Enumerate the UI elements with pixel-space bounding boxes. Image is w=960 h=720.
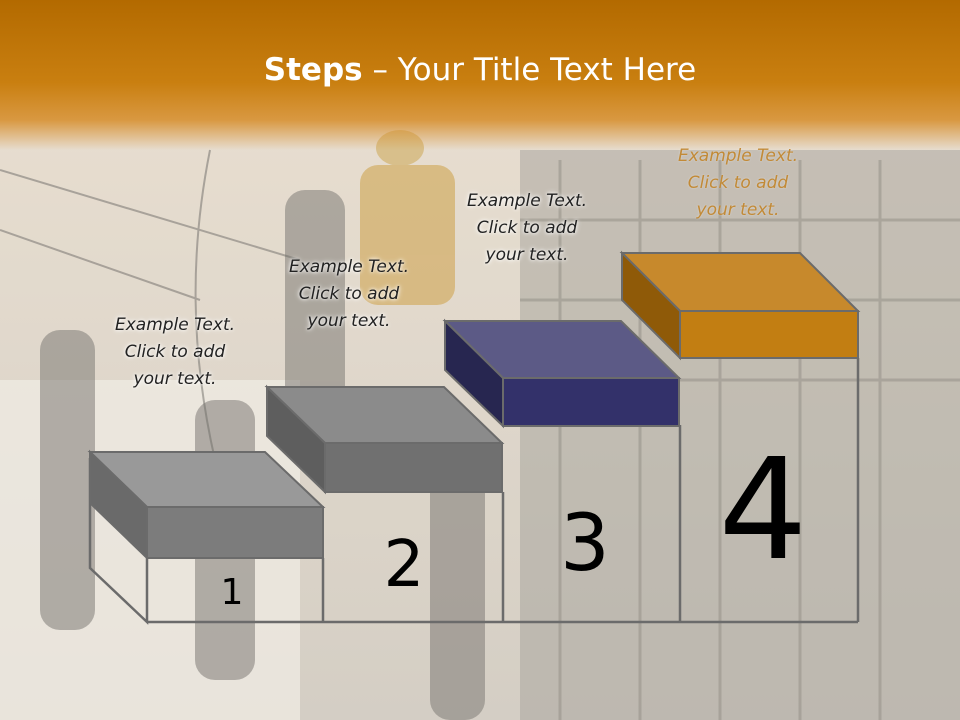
title-band — [0, 0, 960, 150]
step-number-1: 1 — [221, 572, 244, 613]
caption-line: your text. — [133, 369, 217, 389]
step-caption-4[interactable]: Example Text. Click to add your text. — [653, 143, 823, 224]
title-bold: Steps — [263, 52, 363, 88]
step-block-2[interactable] — [264, 384, 505, 495]
stair-outline — [88, 358, 860, 625]
caption-line: Click to add — [298, 284, 400, 304]
caption-line: Example Text. — [114, 315, 236, 335]
step-caption-3[interactable]: Example Text. Click to add your text. — [442, 188, 612, 269]
caption-line: your text. — [485, 245, 569, 265]
step-number-3: 3 — [560, 499, 610, 589]
caption-line: your text. — [307, 311, 391, 331]
step-block-3[interactable] — [442, 318, 682, 429]
step-block-1[interactable] — [87, 449, 326, 561]
step-caption-1[interactable]: Example Text. Click to add your text. — [90, 312, 260, 393]
step-block-4[interactable] — [619, 250, 861, 361]
step-number-2: 2 — [384, 528, 425, 602]
caption-line: Example Text. — [677, 146, 799, 166]
caption-line: Click to add — [124, 342, 226, 362]
caption-line: Example Text. — [288, 257, 410, 277]
slide-title[interactable]: Steps – Your Title Text Here — [0, 52, 960, 88]
caption-line: Click to add — [476, 218, 578, 238]
caption-line: Example Text. — [466, 191, 588, 211]
title-rest: – Your Title Text Here — [362, 52, 697, 88]
caption-line: your text. — [696, 200, 780, 220]
step-caption-2[interactable]: Example Text. Click to add your text. — [264, 254, 434, 335]
caption-line: Click to add — [687, 173, 789, 193]
step-number-4: 4 — [718, 429, 807, 592]
